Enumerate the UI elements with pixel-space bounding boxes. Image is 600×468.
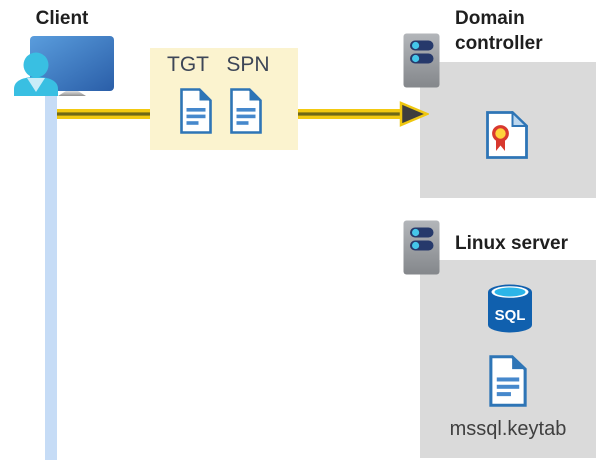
ticket-box bbox=[150, 48, 298, 150]
monitor-icon bbox=[30, 36, 114, 91]
linux-server-icon bbox=[403, 220, 440, 275]
keytab-document-icon bbox=[489, 355, 527, 407]
domain-controller-title: Domain controller bbox=[455, 8, 543, 54]
client-title: Client bbox=[35, 8, 89, 29]
spn-label: SPN bbox=[226, 53, 270, 76]
linux-server-title: Linux server bbox=[455, 233, 568, 254]
sql-database-icon: SQL bbox=[488, 284, 532, 333]
keytab-filename: mssql.keytab bbox=[449, 418, 567, 440]
monitor-stand bbox=[58, 91, 86, 96]
tgt-document-icon bbox=[180, 88, 212, 134]
client-computer-icon bbox=[14, 36, 114, 96]
user-icon bbox=[14, 52, 58, 96]
spn-document-icon bbox=[230, 88, 262, 134]
sql-icon-label: SQL bbox=[495, 307, 526, 324]
tgt-label: TGT bbox=[167, 53, 209, 76]
domain-controller-server-icon bbox=[403, 33, 440, 88]
client-connector-line bbox=[45, 96, 57, 460]
certificate-icon bbox=[486, 111, 528, 159]
